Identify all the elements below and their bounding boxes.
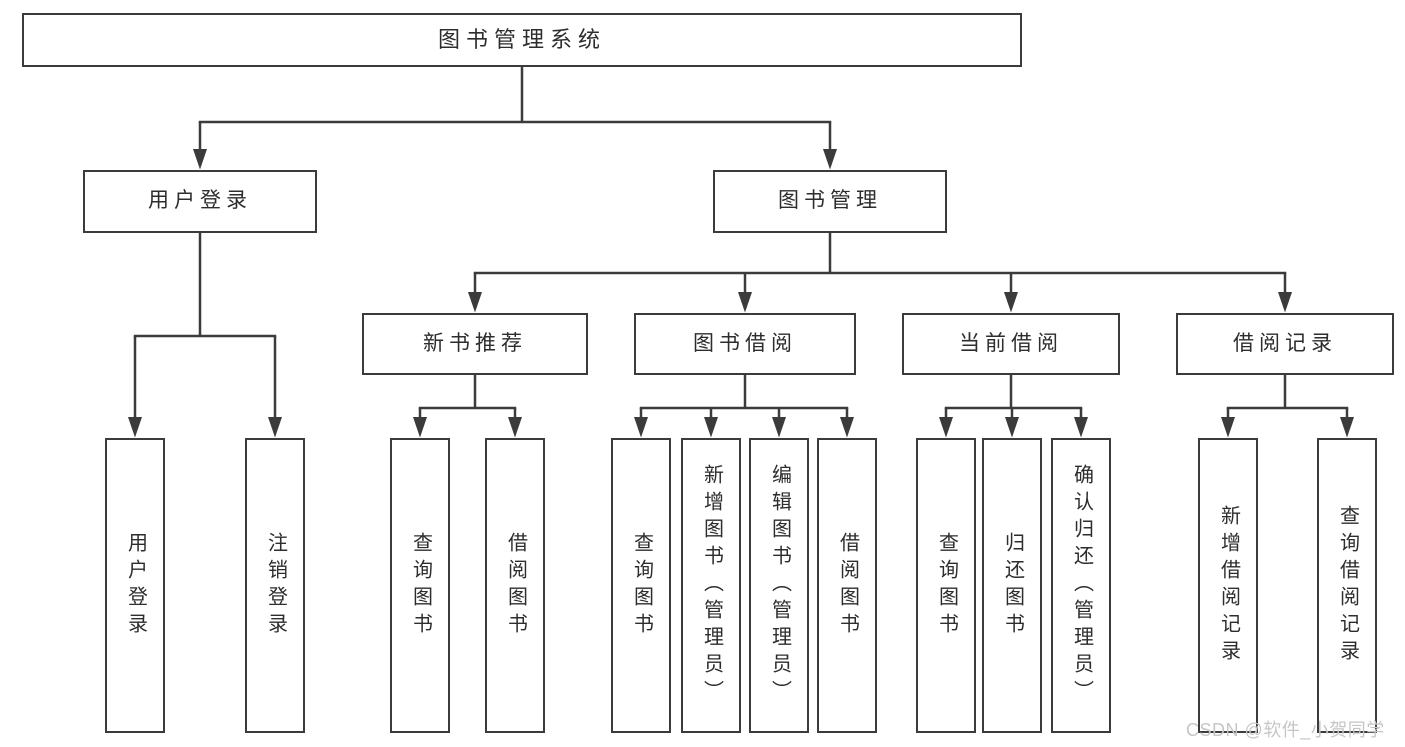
node-current-borrowing: 当前借阅 — [902, 313, 1120, 375]
leaf-borrow-books: 借阅图书 — [817, 438, 877, 733]
node-root-system: 图书管理系统 — [22, 13, 1022, 67]
leaf-add-books-admin: 新增图书（管理员） — [681, 438, 741, 733]
watermark: CSDN @软件_小贺同学 — [1186, 720, 1385, 740]
leaf-recommend-query-books: 查询图书 — [390, 438, 450, 733]
leaf-user-login: 用户登录 — [105, 438, 165, 733]
leaf-confirm-return-admin: 确认归还（管理员） — [1051, 438, 1111, 733]
leaf-current-query-books: 查询图书 — [916, 438, 976, 733]
leaf-borrowing-query-books: 查询图书 — [611, 438, 671, 733]
node-user-login: 用户登录 — [83, 170, 317, 233]
leaf-edit-books-admin: 编辑图书（管理员） — [749, 438, 809, 733]
leaf-logout: 注销登录 — [245, 438, 305, 733]
leaf-return-books: 归还图书 — [982, 438, 1042, 733]
node-borrowing-records: 借阅记录 — [1176, 313, 1394, 375]
node-book-borrowing: 图书借阅 — [634, 313, 856, 375]
leaf-recommend-borrow-books: 借阅图书 — [485, 438, 545, 733]
leaf-query-borrow-record: 查询借阅记录 — [1317, 438, 1377, 733]
leaf-add-borrow-record: 新增借阅记录 — [1198, 438, 1258, 733]
node-new-book-recommend: 新书推荐 — [362, 313, 588, 375]
node-book-management: 图书管理 — [713, 170, 947, 233]
